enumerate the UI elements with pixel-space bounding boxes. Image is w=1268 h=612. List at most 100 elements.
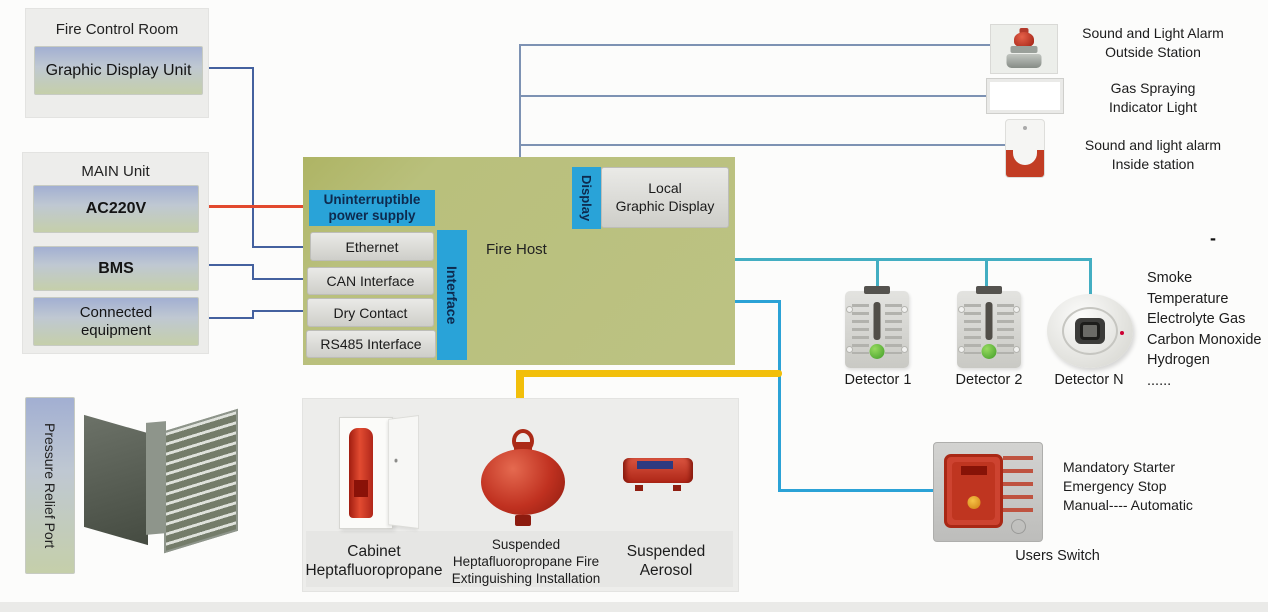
alarm-label-outside: Sound and Light Alarm Outside Station [1082, 25, 1224, 60]
vent-frame [146, 421, 166, 535]
cabinet-door-knob [394, 458, 398, 463]
port-can: CAN Interface [307, 267, 434, 295]
main-unit-title: MAIN Unit [81, 163, 150, 180]
aerosol-foot-left [635, 485, 643, 491]
sphere-nozzle [515, 515, 531, 526]
line-ac220v [196, 205, 314, 208]
detector-2-screw-br [1014, 347, 1019, 352]
sphere-neck [514, 442, 532, 452]
cabinet-body [339, 417, 393, 529]
cabinet-cylinder-label [354, 480, 368, 497]
fire-host-label: Fire Host [486, 241, 547, 258]
users-switch-image [933, 442, 1043, 542]
graphic-display-unit-box: Graphic Display Unit [34, 46, 203, 95]
port-dry-contact-label: Dry Contact [333, 304, 408, 321]
line-detector-bus [735, 258, 1092, 261]
detector-1-image [845, 286, 909, 368]
detector-1-screw-tl [847, 307, 852, 312]
users-switch-red-frame [944, 454, 1003, 528]
pressure-relief-box: Pressure Relief Port [25, 397, 75, 574]
bms-box: BMS [33, 246, 199, 291]
fire-host-box: Uninterruptible power supply Ethernet CA… [303, 157, 735, 365]
line-connected-h1 [196, 317, 254, 319]
users-switch-logo [1011, 519, 1026, 534]
pressure-relief-vent-image [78, 408, 243, 563]
suspended-sphere-label: Suspended Heptafluoropropane Fire Exting… [451, 537, 601, 586]
detector-2-screw-bl [959, 347, 964, 352]
line-bms-h2 [252, 278, 312, 280]
ac220v-box: AC220V [33, 185, 199, 233]
sounder-notch [1013, 150, 1037, 165]
connected-equipment-label: Connected equipment [79, 304, 153, 339]
fire-control-room-title: Fire Control Room [55, 21, 179, 38]
beacon-alarm-image [990, 24, 1058, 74]
line-alarm-1 [519, 44, 991, 46]
display-tab: Display [572, 167, 601, 229]
beacon-dome [1014, 32, 1034, 47]
detector-1-screw-tr [902, 307, 907, 312]
local-graphic-display-label: Local Graphic Display [615, 180, 715, 214]
line-connected-v [252, 310, 254, 319]
users-switch-label: Users Switch [1015, 548, 1100, 564]
line-users-v [778, 300, 781, 492]
line-release-h [517, 370, 782, 377]
ups-box: Uninterruptible power supply [309, 190, 435, 226]
port-rs485-label: RS485 Interface [320, 336, 422, 352]
detector-1-led [869, 344, 885, 359]
beacon-knob [1019, 28, 1029, 34]
line-release-v [516, 370, 524, 403]
detector-1-vents-left [852, 304, 869, 354]
suppression-label-strip [306, 531, 733, 587]
users-switch-text-rows [1003, 456, 1033, 516]
bottom-band [0, 602, 1268, 612]
cabinet-door [388, 415, 419, 529]
line-bms-h1 [196, 264, 254, 266]
line-users-h2 [778, 489, 935, 492]
line-alarm-riser [519, 44, 521, 158]
main-unit-panel: MAIN Unit AC220V BMS Connected equipment [22, 152, 209, 354]
beacon-mid [1010, 46, 1038, 53]
sphere-ball [481, 449, 565, 515]
vent-louver-grid [164, 408, 238, 554]
local-graphic-display-box: Local Graphic Display [601, 167, 729, 228]
detector-list-dash: - [1210, 228, 1216, 248]
sounder-led [1023, 126, 1027, 130]
suspended-aerosol-label: Suspended Aerosol [626, 543, 706, 579]
detector-n-label: Detector N [1054, 372, 1124, 388]
detector-2-slot [985, 302, 993, 340]
detector-sensed-list: Smoke Temperature Electrolyte Gas Carbon… [1147, 270, 1262, 389]
graphic-display-unit-label: Graphic Display Unit [45, 61, 192, 79]
wall-sounder-image [1005, 119, 1045, 178]
detector-2-image [957, 286, 1021, 368]
port-dry-contact: Dry Contact [307, 298, 434, 327]
line-gdu-h1 [200, 67, 254, 69]
port-rs485: RS485 Interface [306, 330, 436, 358]
beacon-base [1006, 54, 1042, 68]
line-alarm-2 [519, 95, 989, 97]
cabinet-cylinder [349, 428, 373, 518]
display-tab-label: Display [579, 174, 594, 222]
vent-left-flap [84, 414, 148, 546]
sounder-horn [1006, 150, 1044, 177]
port-ethernet: Ethernet [310, 232, 434, 261]
detector-1-screw-bl [847, 347, 852, 352]
detector-n-led [1120, 331, 1124, 335]
detector-2-screw-tr [1014, 307, 1019, 312]
fire-control-room-panel: Fire Control Room Graphic Display Unit [25, 8, 209, 118]
port-ethernet-label: Ethernet [345, 238, 399, 255]
cabinet-label: Cabinet Heptafluoropropane [305, 543, 443, 579]
users-switch-functions: Mandatory Starter Emergency Stop Manual-… [1063, 459, 1193, 513]
cabinet-extinguisher-image [339, 415, 419, 529]
suspended-aerosol-image [623, 451, 693, 491]
ups-label: Uninterruptible power supply [323, 192, 421, 223]
detector-2-vents-right [997, 304, 1014, 354]
detector-2-vents-left [964, 304, 981, 354]
line-connected-h2 [252, 310, 312, 312]
users-switch-tag [960, 466, 987, 475]
aerosol-label-strip [637, 461, 673, 469]
detector-1-label: Detector 1 [844, 372, 912, 388]
line-users-h1 [735, 300, 781, 303]
alarm-label-inside: Sound and light alarm Inside station [1084, 137, 1222, 172]
users-switch-inner-panel [952, 462, 995, 520]
line-detector-drop-n [1089, 258, 1092, 295]
